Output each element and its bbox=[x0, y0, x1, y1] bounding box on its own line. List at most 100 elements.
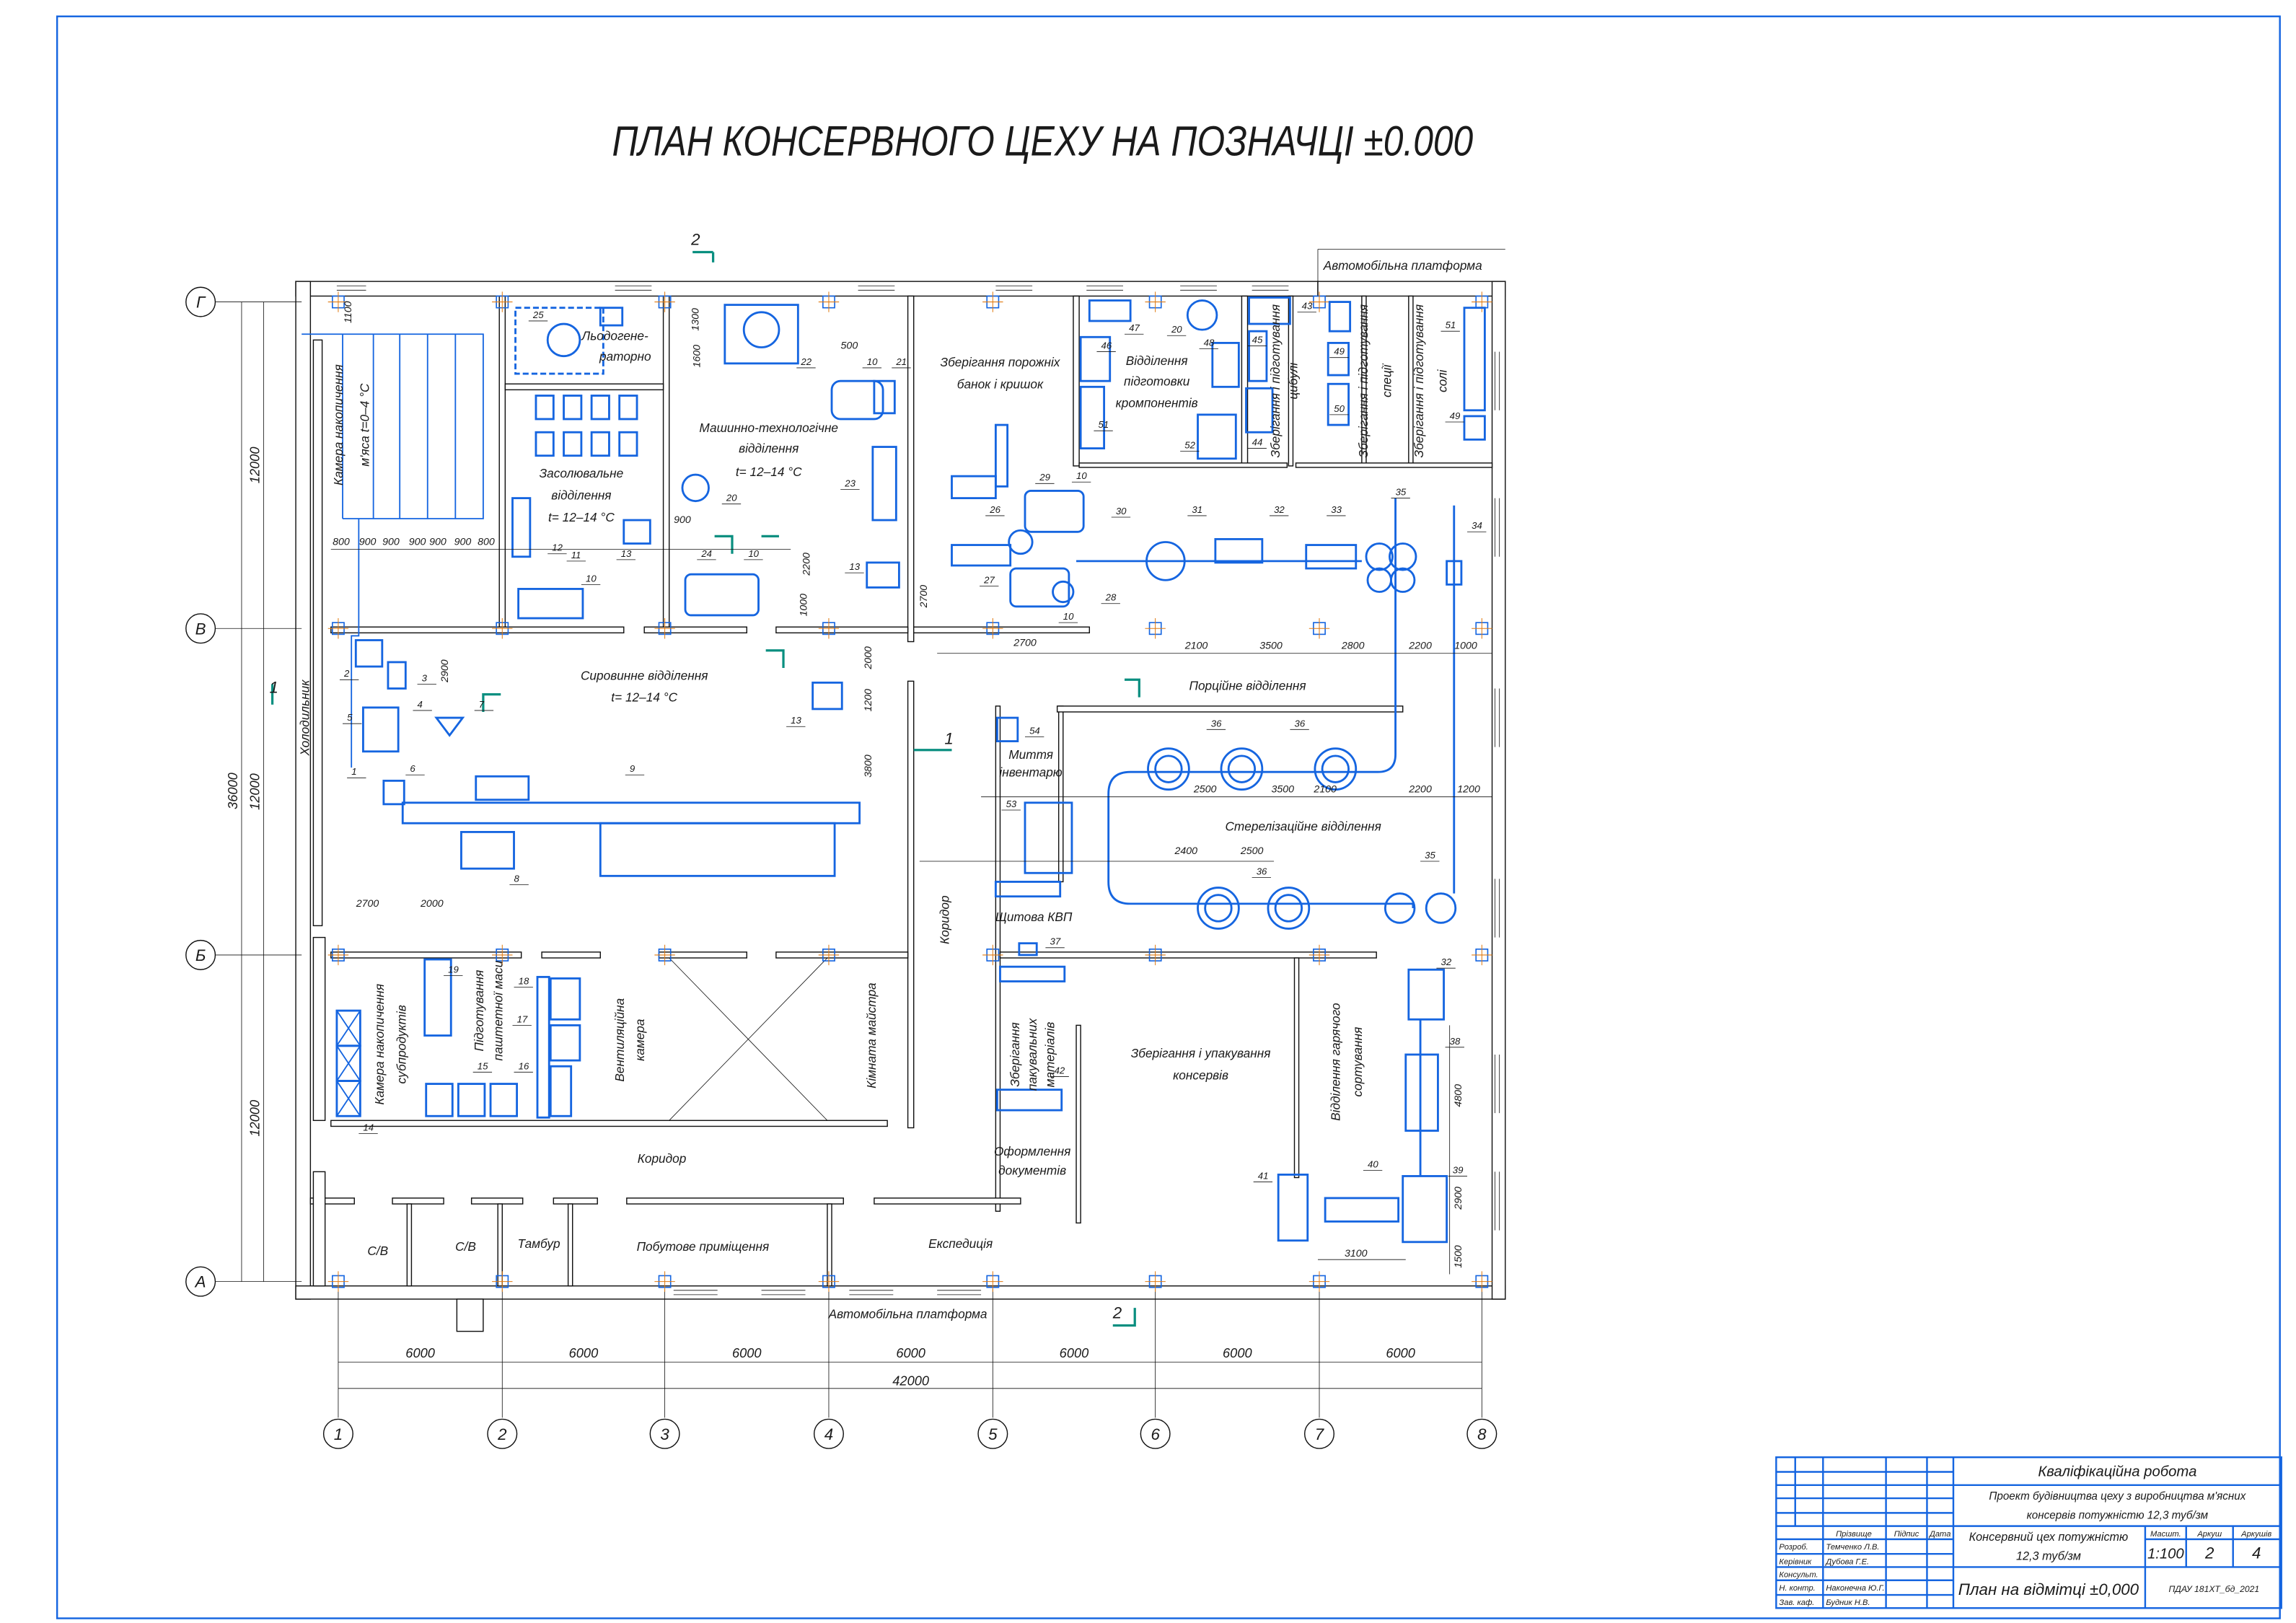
column-axis-cross bbox=[654, 1271, 675, 1292]
dim-inner: 3100 bbox=[1345, 1248, 1368, 1259]
room-label: сортування bbox=[1350, 1027, 1365, 1097]
equipment-callout: 36 bbox=[1294, 718, 1305, 729]
dim-inner: 2200 bbox=[1408, 641, 1432, 652]
dim-inner: 2700 bbox=[356, 898, 379, 910]
column-axis-cross bbox=[1472, 618, 1492, 639]
room-label: Зберігання і упакування bbox=[1131, 1046, 1271, 1060]
subject-line1: Консервний цех потужністю bbox=[1969, 1531, 2129, 1544]
room-label: Льодогене- bbox=[581, 328, 648, 343]
room-label: документів bbox=[998, 1163, 1066, 1177]
dim-inner: 1300 bbox=[690, 308, 701, 331]
column-axis-cross bbox=[1308, 1271, 1330, 1292]
room-label: солі bbox=[1435, 369, 1450, 392]
equipment-callout: 36 bbox=[1257, 866, 1267, 876]
header-signature: Підпис bbox=[1894, 1530, 1919, 1539]
grid-bubble-col bbox=[813, 1418, 844, 1449]
sheet-label: Аркуш bbox=[2196, 1530, 2222, 1539]
role-supervisor: Керівник bbox=[1779, 1557, 1812, 1566]
room-label: Побутове приміщення bbox=[637, 1239, 770, 1254]
dim-inner: 500 bbox=[841, 340, 858, 352]
column-axis-cross bbox=[492, 618, 513, 639]
column-axis-cross bbox=[982, 618, 1003, 639]
room-label: відділення bbox=[551, 488, 611, 503]
grid-bubble-col bbox=[649, 1418, 680, 1449]
dim-inner: 2100 bbox=[1184, 641, 1208, 652]
equipment-callout: 40 bbox=[1368, 1158, 1378, 1169]
room-label: Коридор bbox=[937, 895, 951, 944]
room-label: Зберігання і підготування bbox=[1268, 304, 1283, 458]
role-norm-control: Н. контр. bbox=[1779, 1584, 1815, 1593]
dim-inner: 800 bbox=[333, 537, 350, 548]
room-label: Зберігання і підготування bbox=[1412, 304, 1426, 458]
equipment-callout: 32 bbox=[1274, 504, 1285, 515]
column-axis-cross bbox=[818, 1271, 840, 1292]
equipment-callout: 48 bbox=[1204, 337, 1215, 348]
dim-inner: 900 bbox=[409, 537, 426, 548]
equipment-callout: 41 bbox=[1258, 1171, 1269, 1182]
equipment-callout: 15 bbox=[478, 1060, 488, 1071]
room-label: Камера накопичення bbox=[372, 984, 387, 1105]
room-label: Миття bbox=[1008, 747, 1053, 762]
dim-inner: 900 bbox=[674, 514, 691, 526]
room-label: відділення bbox=[739, 441, 799, 456]
dim-inner: 1000 bbox=[799, 594, 810, 617]
section-mark-1-left: 1 bbox=[270, 679, 278, 697]
dim-inner: 2100 bbox=[1313, 784, 1337, 796]
column-axis-cross bbox=[1308, 944, 1330, 966]
dim-inner: 900 bbox=[359, 537, 377, 548]
equipment-callout: 35 bbox=[1425, 850, 1435, 861]
room-label: субпродуктів bbox=[394, 1005, 408, 1083]
equipment-callout: 49 bbox=[1334, 346, 1345, 357]
dim-inner: 3500 bbox=[1271, 784, 1294, 796]
sheet-frame bbox=[56, 15, 2281, 1619]
dim-inner: 2700 bbox=[918, 585, 930, 609]
grid-bubble-col bbox=[977, 1418, 1008, 1449]
equipment-callout: 29 bbox=[1039, 472, 1050, 483]
room-label: Порційне відділення bbox=[1189, 679, 1306, 693]
grid-label-col: 6 bbox=[1151, 1425, 1160, 1443]
dim-bottom-span: 6000 bbox=[569, 1345, 599, 1360]
equipment-callout: 46 bbox=[1101, 340, 1112, 351]
sheets-label: Аркушів bbox=[2240, 1530, 2271, 1539]
drawing-title: ПЛАН КОНСЕРВНОГО ЦЕХУ НА ПОЗНАЧЦІ ±0.000 bbox=[612, 118, 1474, 165]
column-axis-cross bbox=[654, 291, 675, 312]
dim-inner: 3800 bbox=[863, 755, 874, 778]
grid-bubble-row bbox=[185, 939, 216, 970]
column-axis-cross bbox=[1145, 1271, 1166, 1292]
equipment-callout: 49 bbox=[1450, 410, 1461, 421]
equipment-callout: 42 bbox=[1055, 1065, 1065, 1076]
room-label: банок і кришок bbox=[957, 377, 1044, 391]
column-axis-cross bbox=[982, 944, 1003, 966]
dim-inner: 2900 bbox=[439, 659, 451, 683]
equipment-layout bbox=[302, 296, 1486, 1244]
grid-label-col: 5 bbox=[988, 1425, 998, 1443]
equipment-callout: 5 bbox=[347, 712, 353, 723]
room-label: Засолювальне bbox=[540, 466, 624, 480]
sheets-value: 4 bbox=[2252, 1544, 2261, 1562]
dim-inner: 900 bbox=[429, 537, 447, 548]
grid-label-row: А bbox=[194, 1273, 206, 1291]
header-surname: Прізвище bbox=[1836, 1530, 1872, 1539]
scale-value: 1:100 bbox=[2147, 1546, 2184, 1562]
dim-inner: 1500 bbox=[1453, 1245, 1464, 1268]
column-axis-cross bbox=[492, 944, 513, 966]
role-consultant: Консульт. bbox=[1779, 1571, 1818, 1580]
equipment-callout: 50 bbox=[1334, 403, 1345, 414]
equipment-callout: 53 bbox=[1006, 799, 1017, 809]
room-label: м'яса t=0–4 °C bbox=[358, 383, 372, 467]
room-label: Машинно-технологічне bbox=[699, 421, 838, 435]
column-axis-cross bbox=[1145, 944, 1166, 966]
equipment-callout: 11 bbox=[571, 550, 581, 560]
room-label: кромпонентів bbox=[1116, 396, 1198, 410]
room-label: Щитова КВП bbox=[995, 910, 1073, 924]
room-label: Кімната майстра bbox=[864, 982, 879, 1088]
column-axis-cross bbox=[327, 944, 349, 966]
sheet-value: 2 bbox=[2204, 1544, 2214, 1562]
dim-inner: 900 bbox=[454, 537, 472, 548]
column-axis-cross bbox=[327, 291, 349, 312]
equipment-callout: 43 bbox=[1302, 301, 1313, 312]
dim-left-span: 12000 bbox=[247, 773, 262, 810]
equipment-callout: 44 bbox=[1252, 437, 1263, 448]
equipment-callout: 28 bbox=[1105, 592, 1117, 603]
